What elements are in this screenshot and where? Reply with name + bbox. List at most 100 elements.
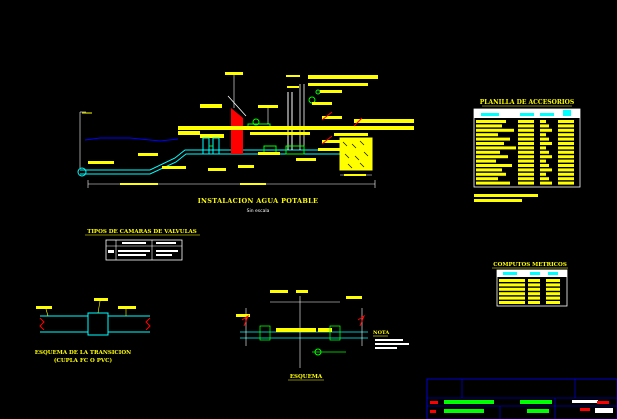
label-bar <box>312 102 332 105</box>
table-cell-fill <box>476 128 514 132</box>
concrete-block <box>339 137 373 171</box>
metric-quantities-title: COMPUTOS METRICOS <box>493 262 567 268</box>
table-cell-fill <box>540 142 552 145</box>
table-cell-fill <box>499 301 525 304</box>
table-cell-fill <box>518 128 534 132</box>
table-cell-fill <box>499 287 525 291</box>
accessories-note <box>474 194 538 197</box>
table-cell-fill <box>546 287 560 291</box>
table-cell-fill <box>558 133 574 137</box>
table-cell-fill <box>518 120 534 123</box>
scheme-title: ESQUEMA <box>290 374 323 380</box>
table-cell-fill <box>558 159 574 163</box>
main-pipe-upper <box>80 149 340 171</box>
label-bar <box>334 133 368 136</box>
table-cell-fill <box>518 172 534 176</box>
table-cell-fill <box>476 150 500 154</box>
label-bar <box>322 116 342 119</box>
label-bar <box>258 105 278 108</box>
table-cell-fill <box>476 137 510 141</box>
table-cell-fill <box>476 142 504 145</box>
accessories-table: PLANILLA DE ACCESORIOS <box>473 99 581 202</box>
table-cell-fill <box>528 287 540 291</box>
table-cell-fill <box>558 128 574 132</box>
pipe-end-fitting <box>77 167 87 177</box>
table-cell-fill <box>558 146 574 150</box>
main-drawing-subtitle: Sin escala <box>247 208 270 214</box>
label-bar <box>287 86 299 88</box>
table-cell-fill <box>558 124 574 128</box>
table-cell-fill <box>540 164 549 167</box>
table-cell-fill <box>540 128 552 132</box>
table-cell-fill <box>546 292 560 296</box>
table-cell-fill <box>518 124 534 128</box>
label-bar <box>208 168 226 171</box>
concrete-hatch <box>342 140 369 169</box>
slab-beam-2 <box>250 132 310 135</box>
label-bar <box>138 153 158 156</box>
table-cell-fill <box>540 137 549 141</box>
label-bar <box>162 166 186 169</box>
table-cell-fill <box>476 172 506 176</box>
table-cell-fill <box>546 301 560 304</box>
table-cell-fill <box>476 177 498 181</box>
table-cell-fill <box>518 159 534 163</box>
slab-beam-3 <box>354 119 414 123</box>
label-bar <box>308 75 378 79</box>
title-block <box>426 378 617 419</box>
table-cell-fill <box>558 181 574 185</box>
table-cell-fill <box>518 164 534 167</box>
dimension-label-bar-1 <box>120 183 158 185</box>
table-cell-fill <box>540 146 546 150</box>
table-cell-fill <box>558 155 574 159</box>
table-cell-fill <box>518 142 534 145</box>
table-cell-fill <box>540 181 552 185</box>
table-cell-fill <box>476 120 506 123</box>
table-cell-fill <box>476 168 502 172</box>
table-cell-fill <box>558 120 574 123</box>
table-cell-fill <box>518 181 534 185</box>
table-cell-fill <box>476 164 512 167</box>
label-bar <box>320 90 342 93</box>
table-cell-fill <box>518 133 534 137</box>
table-cell-fill <box>518 150 534 154</box>
table-cell-fill <box>499 296 525 300</box>
table-cell-fill <box>518 177 534 181</box>
label-bar <box>308 83 368 86</box>
table-cell-fill <box>528 283 540 287</box>
terrain-line <box>84 137 179 142</box>
table-cell-fill <box>540 124 549 128</box>
table-cell-fill <box>558 172 574 176</box>
note-block: NOTA <box>373 330 409 349</box>
table-cell-fill <box>546 283 560 287</box>
table-cell-fill <box>540 133 546 137</box>
table-cell-fill <box>499 292 525 296</box>
table-cell-fill <box>518 168 534 172</box>
table-cell-fill <box>540 177 549 181</box>
label-bar <box>322 140 352 143</box>
scheme-detail: ESQUEMA <box>236 290 368 381</box>
valve-chambers-title: TIPOS DE CAMARAS DE VALVULAS <box>87 229 196 235</box>
table-cell-fill <box>499 283 525 287</box>
table-cell-fill <box>540 120 546 123</box>
transition-title-line2: (CUPLA FC O PVC) <box>54 357 113 364</box>
table-cell-fill <box>558 150 574 154</box>
label-bar <box>200 134 224 138</box>
table-cell-fill <box>558 168 574 172</box>
table-cell-fill <box>540 159 546 163</box>
table-cell-fill <box>540 172 546 176</box>
table-cell-fill <box>476 146 516 150</box>
label-bar <box>178 131 200 135</box>
table-cell-fill <box>558 137 574 141</box>
table-cell-fill <box>558 142 574 145</box>
table-cell-fill <box>476 155 508 159</box>
label-bar <box>88 161 114 164</box>
main-drawing-title: INSTALACION AGUA POTABLE <box>198 197 319 205</box>
table-cell-fill <box>476 159 496 163</box>
table-cell-fill <box>518 146 534 150</box>
table-cell-fill <box>546 296 560 300</box>
metric-quantities-table: COMPUTOS METRICOS <box>492 262 568 307</box>
transition-detail: ESQUEMA DE LA TRANSICION (CUPLA FC O PVC… <box>35 298 151 364</box>
